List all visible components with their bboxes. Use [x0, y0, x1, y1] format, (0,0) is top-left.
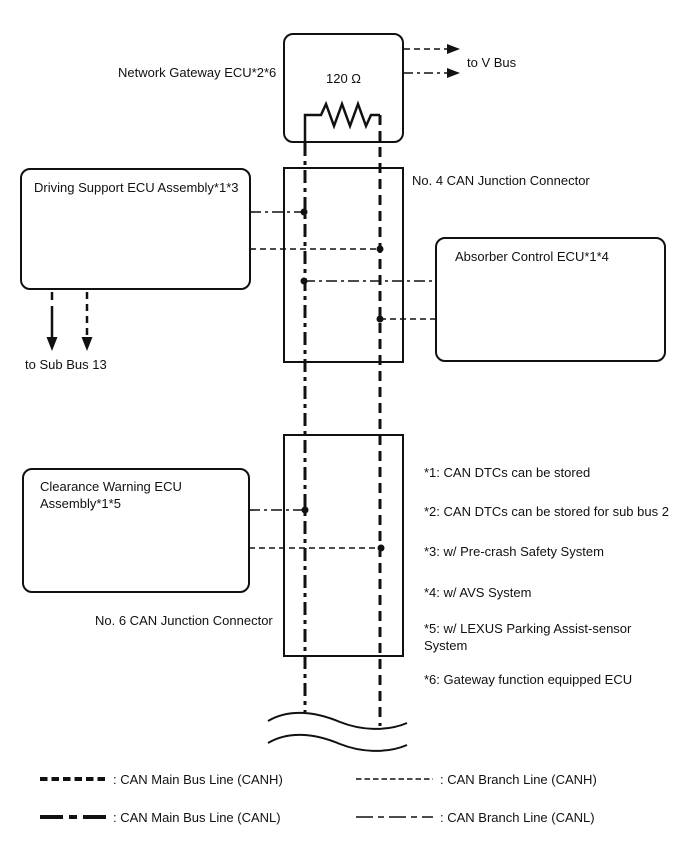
- footnote-1: *1: CAN DTCs can be stored: [424, 465, 591, 480]
- footnote-2: *2: CAN DTCs can be stored for sub bus 2: [424, 504, 669, 519]
- footnote-6: *6: Gateway function equipped ECU: [424, 672, 633, 687]
- junction-connector-4-box: [283, 167, 404, 363]
- junction-connector-6-label: No. 6 CAN Junction Connector: [95, 613, 273, 628]
- bus-break-wave-bottom: [267, 733, 408, 752]
- resistor-symbol: [303, 100, 380, 143]
- junction-dot: [376, 245, 384, 253]
- footnote-4: *4: w/ AVS System: [424, 585, 532, 600]
- absorber-control-ecu-box: [435, 237, 666, 362]
- legend-label-branch-canl: : CAN Branch Line (CANL): [440, 810, 595, 825]
- junction-connector-6-box: [283, 434, 404, 657]
- to-sub-bus-label: to Sub Bus 13: [25, 357, 107, 372]
- junction-dot: [301, 506, 309, 514]
- clearance-warning-ecu-box: [22, 468, 250, 593]
- junction-dot: [300, 208, 308, 216]
- legend-label-main-canl: : CAN Main Bus Line (CANL): [113, 810, 281, 825]
- network-gateway-ecu-box: [283, 33, 404, 143]
- clearance-warning-ecu-label: Clearance Warning ECU Assembly*1*5: [40, 479, 182, 511]
- v-bus-canh-arrowhead-icon: [447, 44, 460, 54]
- bus-break-wave-top: [267, 711, 408, 730]
- footnote-5: *5: w/ LEXUS Parking Assist-sensor Syste…: [424, 621, 632, 653]
- resistor-value-label: 120 Ω: [325, 71, 362, 86]
- driving-support-ecu-box: [20, 168, 251, 290]
- to-v-bus-label: to V Bus: [467, 55, 517, 70]
- sub-bus-canh-arrowhead-icon: [81, 337, 93, 351]
- v-bus-canl-arrowhead-icon: [447, 68, 460, 78]
- legend-label-main-canh: : CAN Main Bus Line (CANH): [113, 772, 283, 787]
- junction-dot: [377, 544, 385, 552]
- driving-support-ecu-label: Driving Support ECU Assembly*1*3: [34, 180, 239, 195]
- sub-bus-canl-arrowhead-icon: [46, 337, 58, 351]
- junction-connector-4-label: No. 4 CAN Junction Connector: [412, 173, 590, 188]
- legend-label-branch-canh: : CAN Branch Line (CANH): [440, 772, 597, 787]
- absorber-control-ecu-label: Absorber Control ECU*1*4: [455, 249, 609, 264]
- footnote-3: *3: w/ Pre-crash Safety System: [424, 544, 604, 559]
- junction-dot: [376, 315, 384, 323]
- network-gateway-ecu-label: Network Gateway ECU*2*6: [118, 65, 277, 80]
- junction-dot: [300, 277, 308, 285]
